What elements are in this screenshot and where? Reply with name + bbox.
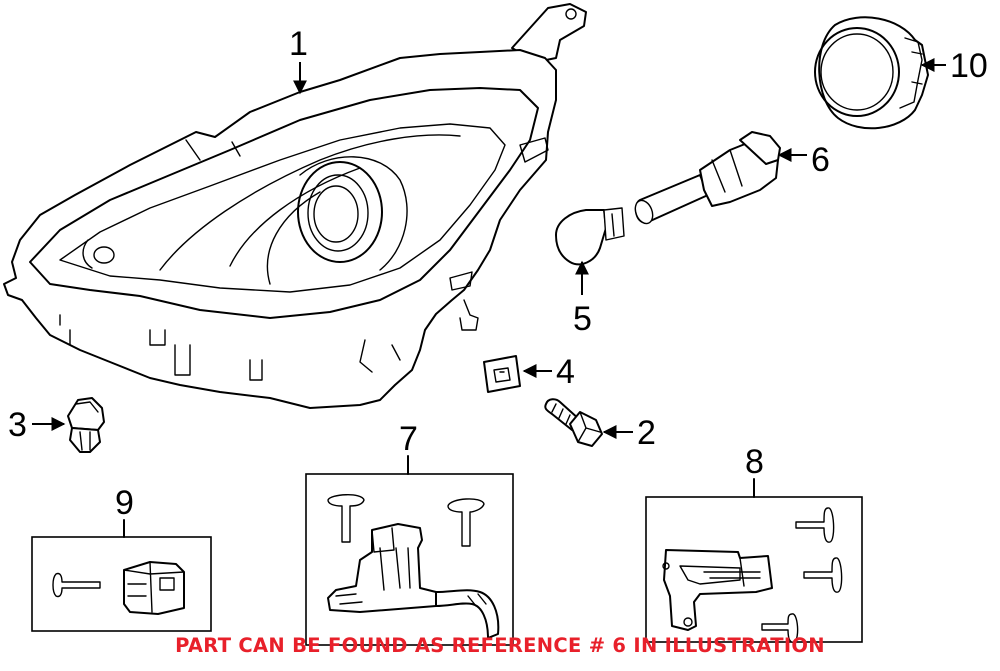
callout-1-number: 1 bbox=[289, 25, 308, 63]
callout-2: 2 bbox=[602, 414, 656, 452]
callout-8-number: 8 bbox=[745, 443, 764, 481]
callout-5: 5 bbox=[573, 260, 592, 338]
callout-8: 8 bbox=[745, 443, 764, 498]
kit-box-8 bbox=[645, 496, 863, 643]
headlamp-assembly bbox=[3, 3, 587, 409]
callout-9-number: 9 bbox=[115, 484, 134, 522]
callout-10: 10 bbox=[920, 47, 988, 85]
callout-7: 7 bbox=[399, 420, 418, 475]
bulb-with-base bbox=[634, 131, 781, 225]
callout-4: 4 bbox=[522, 353, 575, 391]
callout-7-number: 7 bbox=[399, 420, 418, 458]
callout-6-number: 6 bbox=[811, 141, 830, 179]
callout-3-number: 3 bbox=[8, 406, 27, 444]
callout-5-number: 5 bbox=[573, 300, 592, 338]
clip-nut bbox=[483, 355, 521, 393]
callout-9: 9 bbox=[115, 484, 134, 538]
socket-ring bbox=[814, 16, 929, 130]
push-retainer bbox=[67, 397, 105, 453]
callout-3: 3 bbox=[8, 406, 66, 444]
kit-box-7 bbox=[305, 473, 514, 646]
small-bulb bbox=[555, 207, 625, 266]
callout-6: 6 bbox=[777, 141, 830, 179]
callout-1: 1 bbox=[289, 25, 308, 95]
callout-10-number: 10 bbox=[950, 47, 988, 85]
kit-box-9 bbox=[31, 536, 212, 632]
bolt bbox=[544, 398, 603, 447]
callout-2-number: 2 bbox=[637, 414, 656, 452]
reference-note: PART CAN BE FOUND AS REFERENCE # 6 IN IL… bbox=[175, 634, 825, 657]
callout-4-number: 4 bbox=[556, 353, 575, 391]
